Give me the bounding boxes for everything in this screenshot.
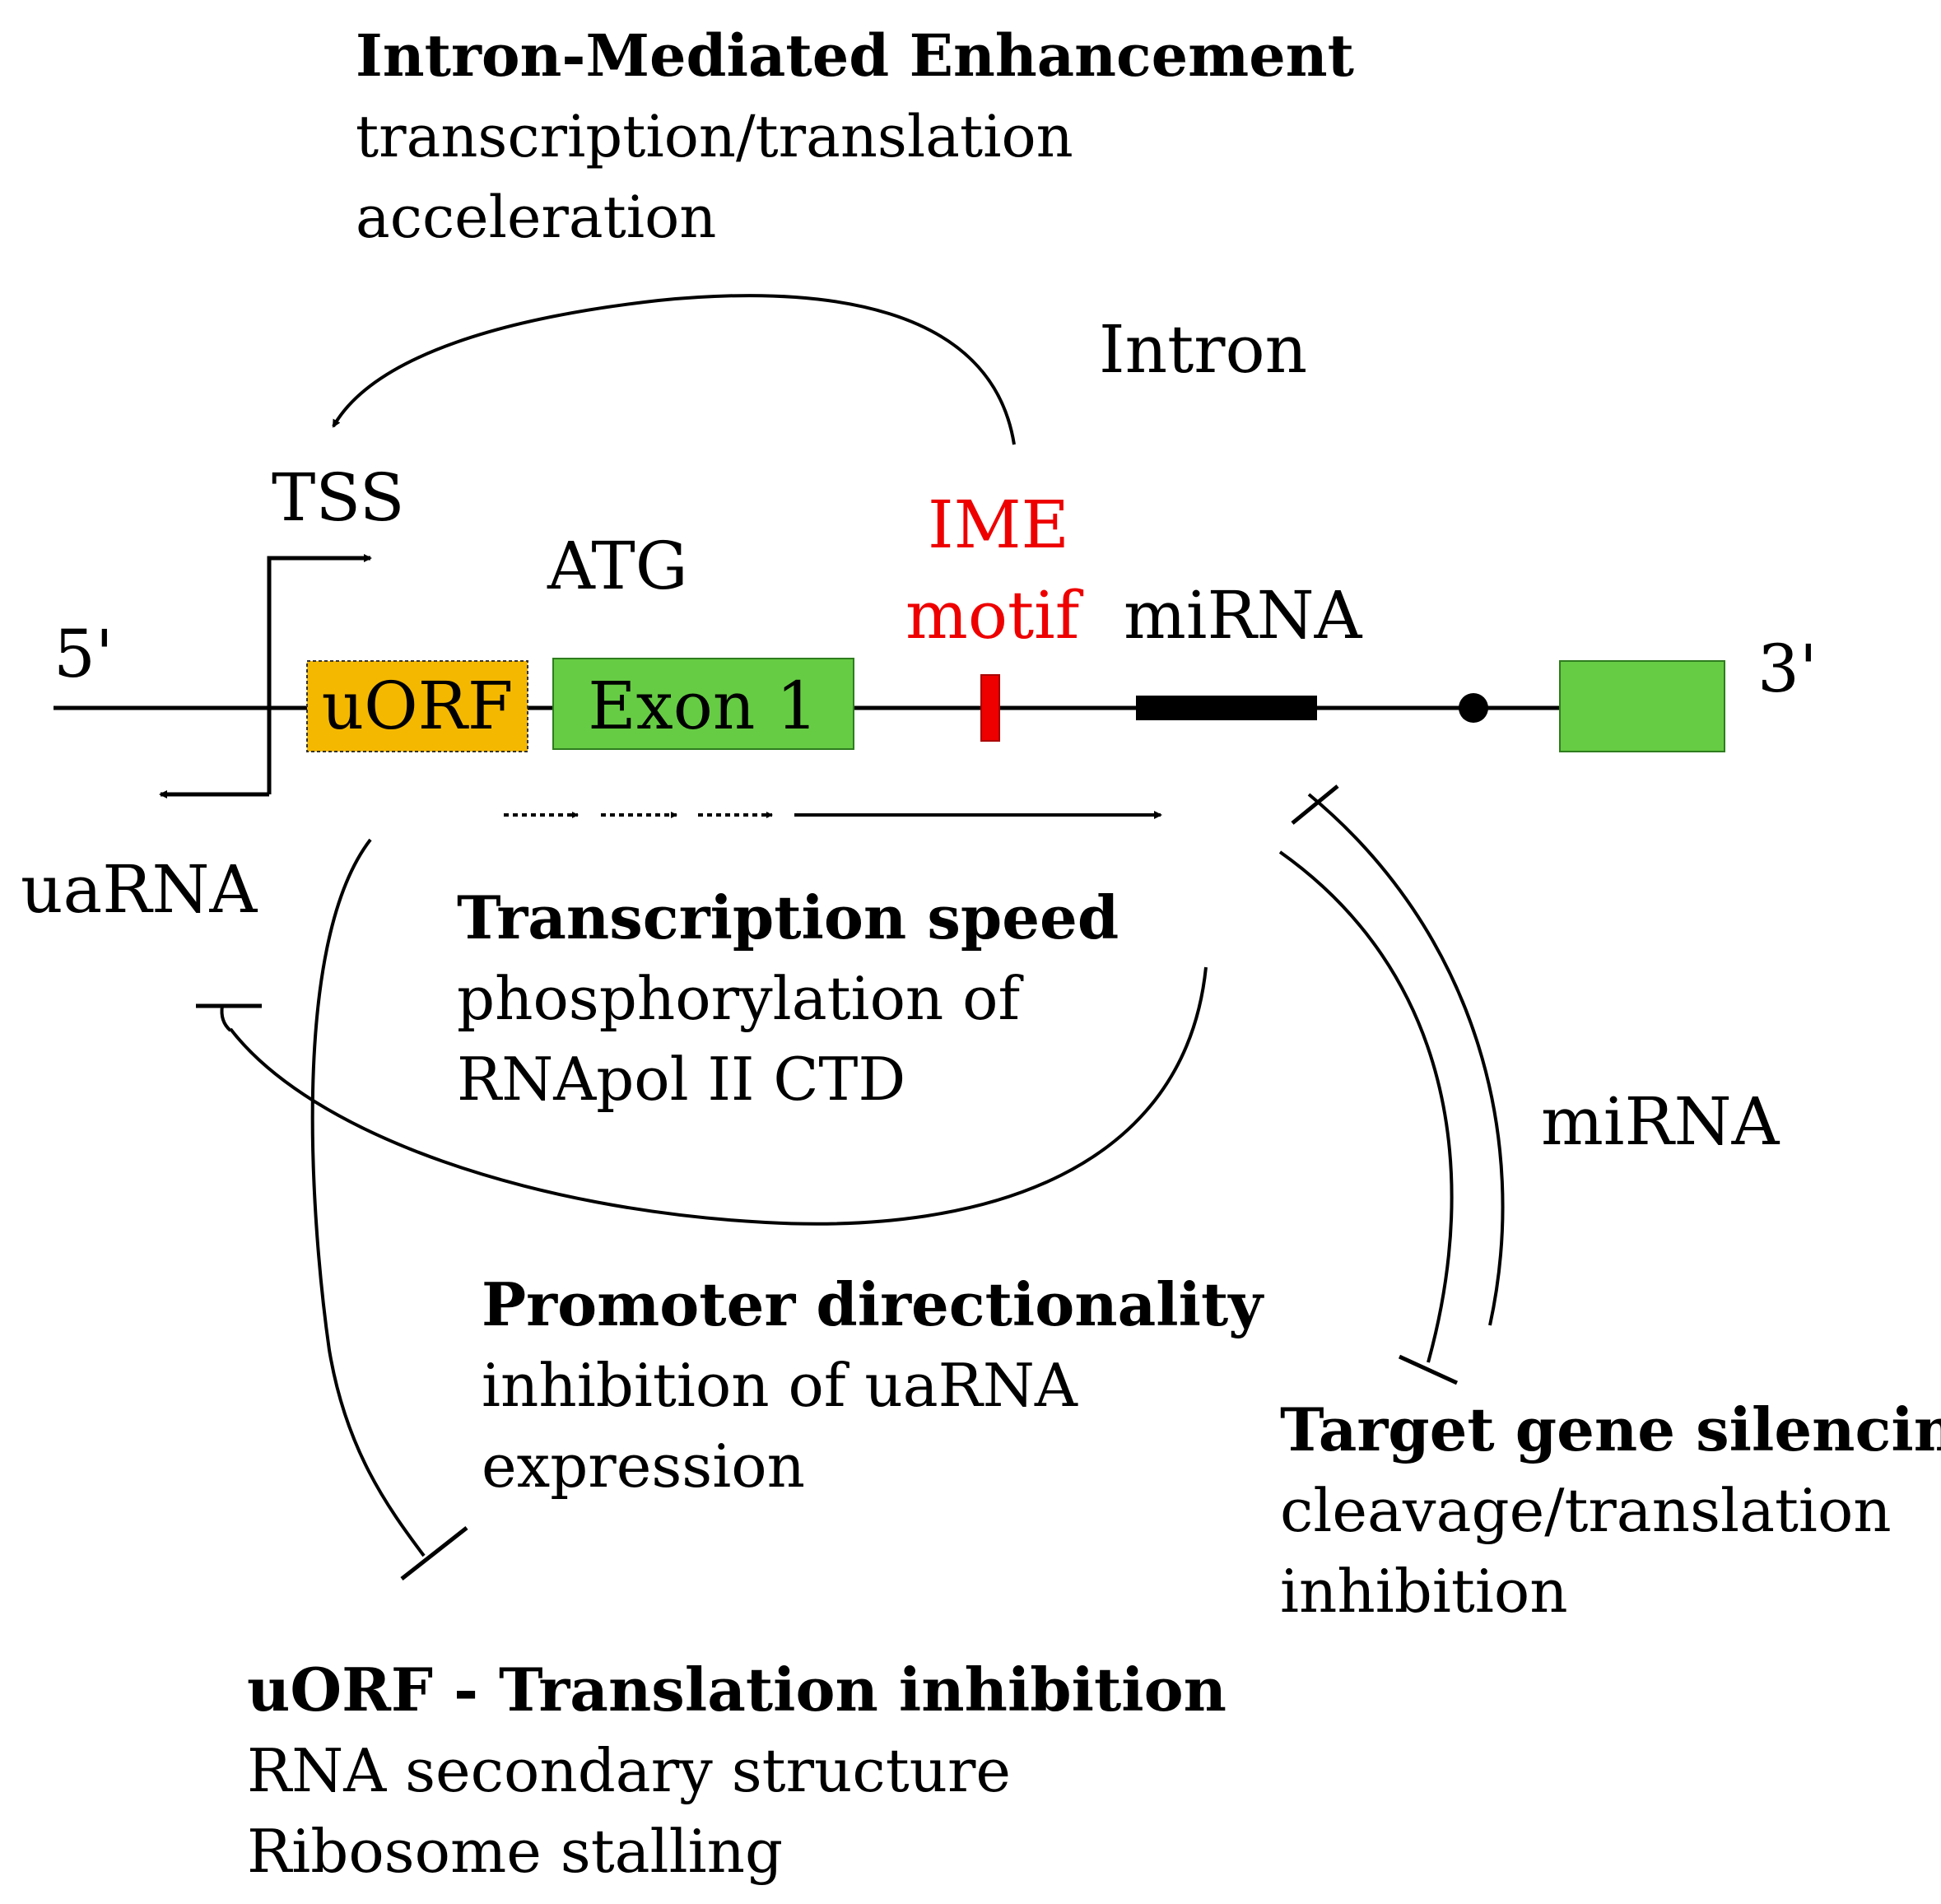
uarna-inhibition-connector <box>220 1005 232 1032</box>
intron-label: Intron <box>1099 311 1307 388</box>
five-prime-label: 5' <box>54 616 114 692</box>
mirna-target-curve <box>1278 850 1454 1363</box>
promoter-description-line1: inhibition of uaRNA <box>482 1351 1078 1420</box>
uarna-label: uaRNA <box>21 851 258 928</box>
ime-description-line1: transcription/translation <box>356 103 1073 170</box>
tss-forward-arrow <box>267 554 372 794</box>
speed-title: Transcription speed <box>457 882 1119 952</box>
mirna-side-label: miRNA <box>1541 1083 1780 1160</box>
uorf-box-label: uORF <box>322 668 514 744</box>
speed-description-line2: RNApol II CTD <box>457 1045 905 1114</box>
exon1-box-label: Exon 1 <box>588 668 818 744</box>
promoter-description-line2: expression <box>482 1431 805 1501</box>
silencing-title: Target gene silencing <box>1280 1394 1941 1464</box>
target-inhibition-bar <box>1398 1354 1459 1385</box>
tss-label: TSS <box>272 459 405 536</box>
mirna-feedback-curve <box>1307 793 1505 1326</box>
uorf-box <box>306 660 528 752</box>
speed-description-line1: phosphorylation of <box>457 964 1024 1033</box>
ime-motif-label-line2: motif <box>905 577 1084 654</box>
uorf-inhibition-bar <box>400 1526 468 1580</box>
mirna-gene-inhibition-bar <box>1291 784 1339 825</box>
exon2-box <box>1559 660 1725 752</box>
intron-dot-marker <box>1459 693 1488 723</box>
promoter-directionality-curve <box>229 966 1208 1226</box>
mirna-gene-label: miRNA <box>1124 577 1363 654</box>
uorf-title: uORF - Translation inhibition <box>247 1655 1227 1725</box>
ime-motif-mark <box>980 674 1000 742</box>
ime-description-line2: acceleration <box>356 184 716 251</box>
ime-title: Intron-Mediated Enhancement <box>356 21 1354 90</box>
promoter-title: Promoter directionality <box>482 1269 1264 1339</box>
ime-feedback-arrow <box>332 294 1016 445</box>
uorf-description-line2: Ribosome stalling <box>247 1817 783 1886</box>
uorf-inhibition-curve <box>310 838 426 1557</box>
three-prime-label: 3' <box>1757 631 1818 707</box>
silencing-description-line2: inhibition <box>1280 1557 1568 1626</box>
uorf-description-line1: RNA secondary structure <box>247 1736 1011 1805</box>
atg-label: ATG <box>547 528 688 604</box>
exon1-box <box>552 658 854 750</box>
mirna-gene-bar <box>1136 696 1317 720</box>
ime-motif-label-line1: IME <box>928 486 1069 563</box>
silencing-description-line1: cleavage/translation <box>1280 1476 1892 1545</box>
